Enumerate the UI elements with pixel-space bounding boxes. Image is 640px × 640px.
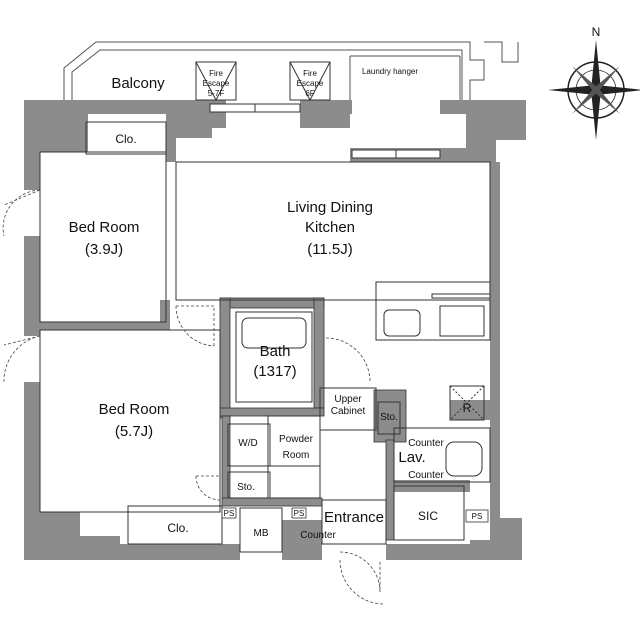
storage-mid-label: Sto. bbox=[237, 482, 255, 493]
room-lines bbox=[39, 121, 491, 553]
fire-escape-1-line3: 5-7F bbox=[208, 89, 225, 98]
ldk-label-2: Kitchen bbox=[305, 219, 355, 236]
upper-cabinet-label-2: Cabinet bbox=[331, 406, 366, 417]
pipe-space-boxes bbox=[221, 507, 489, 523]
ldk-size: (11.5J) bbox=[307, 241, 353, 258]
windows bbox=[209, 103, 441, 159]
balcony-label: Balcony bbox=[111, 75, 165, 92]
fire-escape-2-line2: Escape bbox=[297, 79, 324, 88]
pipe-space-1-label: PS bbox=[224, 509, 235, 518]
closet-top-label: Clo. bbox=[115, 132, 136, 146]
upper-cabinet-label-1: Upper bbox=[334, 394, 362, 405]
fire-escape-2-line1: Fire bbox=[303, 69, 317, 78]
washer-dryer-label: W/D bbox=[238, 438, 257, 449]
bath-label: Bath bbox=[260, 343, 291, 360]
refrigerator-label: R bbox=[463, 401, 472, 415]
balcony-area bbox=[63, 41, 519, 100]
fire-escape-2-line3: 6F bbox=[305, 89, 314, 98]
ldk-label-1: Living Dining bbox=[287, 199, 373, 216]
compass-north-label: N bbox=[592, 25, 601, 39]
door-swings bbox=[2, 189, 385, 605]
storage-small-label: Sto. bbox=[380, 412, 398, 423]
powder-room-label-1: Powder bbox=[279, 434, 314, 445]
sic-label: SIC bbox=[418, 509, 438, 523]
bedroom-2-label: Bed Room bbox=[99, 401, 170, 418]
bedroom-2-size: (5.7J) bbox=[115, 423, 153, 440]
bath-size: (1317) bbox=[253, 363, 296, 380]
fire-escape-1-line2: Escape bbox=[203, 79, 230, 88]
pipe-space-2-label: PS bbox=[294, 509, 305, 518]
powder-room-label-2: Room bbox=[283, 450, 310, 461]
counter-label-3: Counter bbox=[300, 530, 336, 541]
entrance-label: Entrance bbox=[324, 509, 384, 526]
fire-escape-hatches bbox=[195, 61, 331, 102]
counter-label-1: Counter bbox=[408, 438, 444, 449]
counter-label-2: Counter bbox=[408, 470, 444, 481]
laundry-hanger-label: Laundry hanger bbox=[362, 67, 418, 76]
bedroom-1-label: Bed Room bbox=[69, 219, 140, 236]
bedroom-1-size: (3.9J) bbox=[85, 241, 123, 258]
pipe-space-3-label: PS bbox=[472, 512, 483, 521]
meter-box-label: MB bbox=[254, 528, 269, 539]
lavatory-label: Lav. bbox=[398, 449, 425, 466]
compass-rose bbox=[548, 40, 640, 140]
closet-bottom-label: Clo. bbox=[167, 521, 188, 535]
fire-escape-1-line1: Fire bbox=[209, 69, 223, 78]
